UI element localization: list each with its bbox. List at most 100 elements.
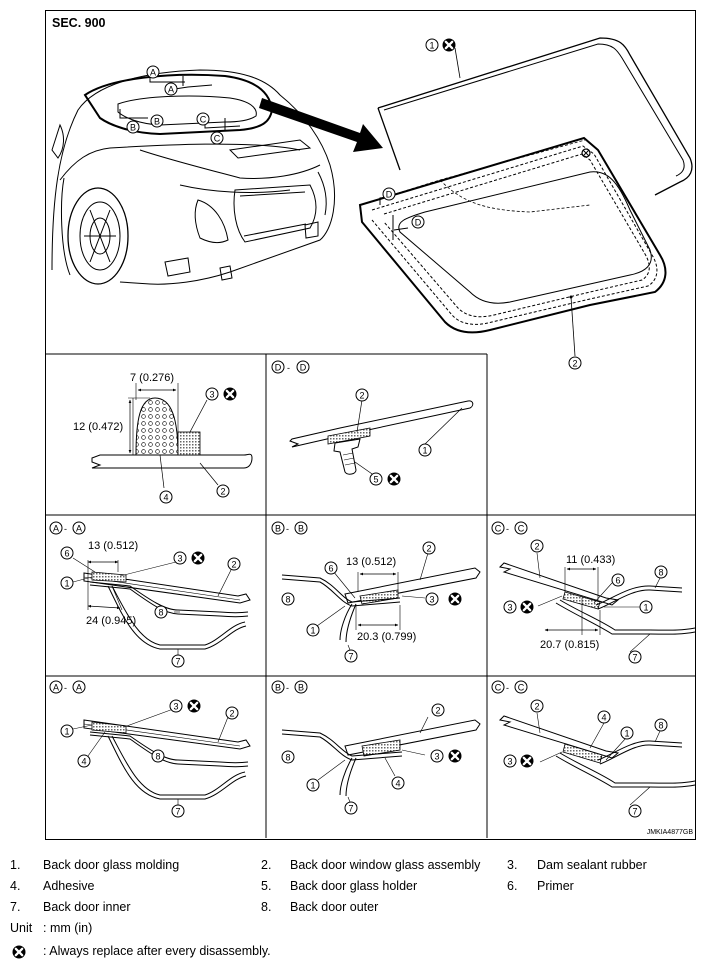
replace-x-icon <box>222 386 238 402</box>
aa2-label-right: A <box>76 683 82 693</box>
legend-num-8: 8. <box>261 900 272 914</box>
callout-2-glass: 2 <box>572 359 577 369</box>
replace-note: : Always replace after every disassembly… <box>43 944 271 958</box>
marker-a-lower: A <box>168 85 174 95</box>
callout-3-bb: 3 <box>429 595 434 605</box>
callout-1-dd: 1 <box>422 446 427 456</box>
callout-3-aa2: 3 <box>173 702 178 712</box>
marker-d-upper: D <box>386 190 393 200</box>
bb2-label-right: B <box>298 683 304 693</box>
callout-2-cc2: 2 <box>534 702 539 712</box>
callout-1-cc2: 1 <box>624 729 629 739</box>
dim-bb-top: 13 (0.512) <box>346 556 396 568</box>
section-bb-upper <box>281 552 481 651</box>
replace-x-icon <box>190 550 206 566</box>
diagram-frame <box>45 10 696 840</box>
dim-dam-width: 7 (0.276) <box>130 372 174 384</box>
callout-3-bb2: 3 <box>434 752 439 762</box>
section-dd: D - D <box>271 360 474 477</box>
replace-x-icon <box>441 37 457 53</box>
callout-8-cc: 8 <box>658 568 663 578</box>
grid-lines <box>46 353 695 838</box>
cc-dash: - <box>506 524 509 534</box>
callout-4-cc2: 4 <box>601 713 606 723</box>
cc2-label-right: C <box>518 683 525 693</box>
callout-1-glass-text: 1 <box>429 41 434 51</box>
aa-label-left: A <box>53 524 59 534</box>
glass-d-markers <box>379 195 409 240</box>
aa-dash: - <box>64 524 67 534</box>
marker-b-left: B <box>130 123 136 133</box>
dim-cc-bottom: 20.7 (0.815) <box>540 639 599 651</box>
aa2-label-left: A <box>53 683 59 693</box>
callout-4-dam: 4 <box>163 493 168 503</box>
dim-cc-top: 11 (0.433) <box>566 554 615 566</box>
callout-2-dd: 2 <box>359 391 364 401</box>
callout-7-bb2: 7 <box>348 804 353 814</box>
cc2-dash: - <box>506 683 509 693</box>
dim-aa-top: 13 (0.512) <box>88 540 138 552</box>
callout-7-aa: 7 <box>175 657 180 667</box>
legend-num-5: 5. <box>261 879 272 893</box>
dim-bb-bottom: 20.3 (0.799) <box>357 631 416 643</box>
callout-4-aa2: 4 <box>81 757 86 767</box>
legend-num-6: 6. <box>507 879 518 893</box>
replace-x-icon <box>11 944 27 960</box>
replace-x-icon <box>386 471 402 487</box>
callout-1-cc: 1 <box>643 603 648 613</box>
unit-value: : mm (in) <box>43 921 93 935</box>
dim-dam-height: 12 (0.472) <box>73 421 123 433</box>
legend-label-6: Primer <box>537 879 574 893</box>
legend-label-5: Back door glass holder <box>290 879 418 893</box>
callout-7-aa2: 7 <box>175 807 180 817</box>
dd-label-left: D <box>275 363 282 373</box>
replace-x-icon <box>519 599 535 615</box>
bb-label-left: B <box>275 524 281 534</box>
callout-6-cc: 6 <box>615 576 620 586</box>
car-rear-view <box>51 69 336 285</box>
callout-1-glass <box>425 38 439 52</box>
legend-label-8: Back door outer <box>290 900 379 914</box>
legend-label-3: Dam sealant rubber <box>537 858 647 872</box>
unit-label: Unit <box>10 921 33 935</box>
section-bb-lower <box>281 716 481 803</box>
section-cc-lower <box>498 712 696 806</box>
legend-label-2: Back door window glass assembly <box>290 858 481 872</box>
callout-3-aa: 3 <box>177 554 182 564</box>
callout-2-aa: 2 <box>231 560 236 570</box>
dam-detail <box>91 383 253 489</box>
callout-3-cc2: 3 <box>507 757 512 767</box>
marker-d-lower: D <box>415 218 422 228</box>
aa2-dash: - <box>64 683 67 693</box>
replace-x-icon <box>447 748 463 764</box>
replace-x-icon <box>186 698 202 714</box>
glass-assembly <box>358 37 693 334</box>
callout-1-bb2: 1 <box>310 781 315 791</box>
replace-x-icon <box>519 753 535 769</box>
replace-x-icon <box>447 591 463 607</box>
marker-c-lower: C <box>214 134 221 144</box>
marker-b-right: B <box>154 117 160 127</box>
callout-2-bb2: 2 <box>435 706 440 716</box>
callout-2-cc: 2 <box>534 542 539 552</box>
cc-label-left: C <box>495 524 502 534</box>
section-aa-upper <box>72 557 251 655</box>
legend-num-7: 7. <box>10 900 21 914</box>
marker-c-upper: C <box>200 115 207 125</box>
car-section-markers: A A B B C C <box>119 65 241 145</box>
callout-6-bb: 6 <box>328 564 333 574</box>
bb2-label-left: B <box>275 683 281 693</box>
callout-1-aa: 1 <box>64 579 69 589</box>
callout-8-aa: 8 <box>158 608 163 618</box>
callout-7-cc2: 7 <box>632 807 637 817</box>
callout-6-aa: 6 <box>64 549 69 559</box>
callout-2-dam: 2 <box>220 487 225 497</box>
bb2-dash: - <box>286 683 289 693</box>
legend-num-4: 4. <box>10 879 21 893</box>
callout-5-dd: 5 <box>373 475 378 485</box>
bb-label-right: B <box>298 524 304 534</box>
callout-3-cc: 3 <box>507 603 512 613</box>
bb-dash: - <box>286 524 289 534</box>
marker-a-upper: A <box>150 68 156 78</box>
